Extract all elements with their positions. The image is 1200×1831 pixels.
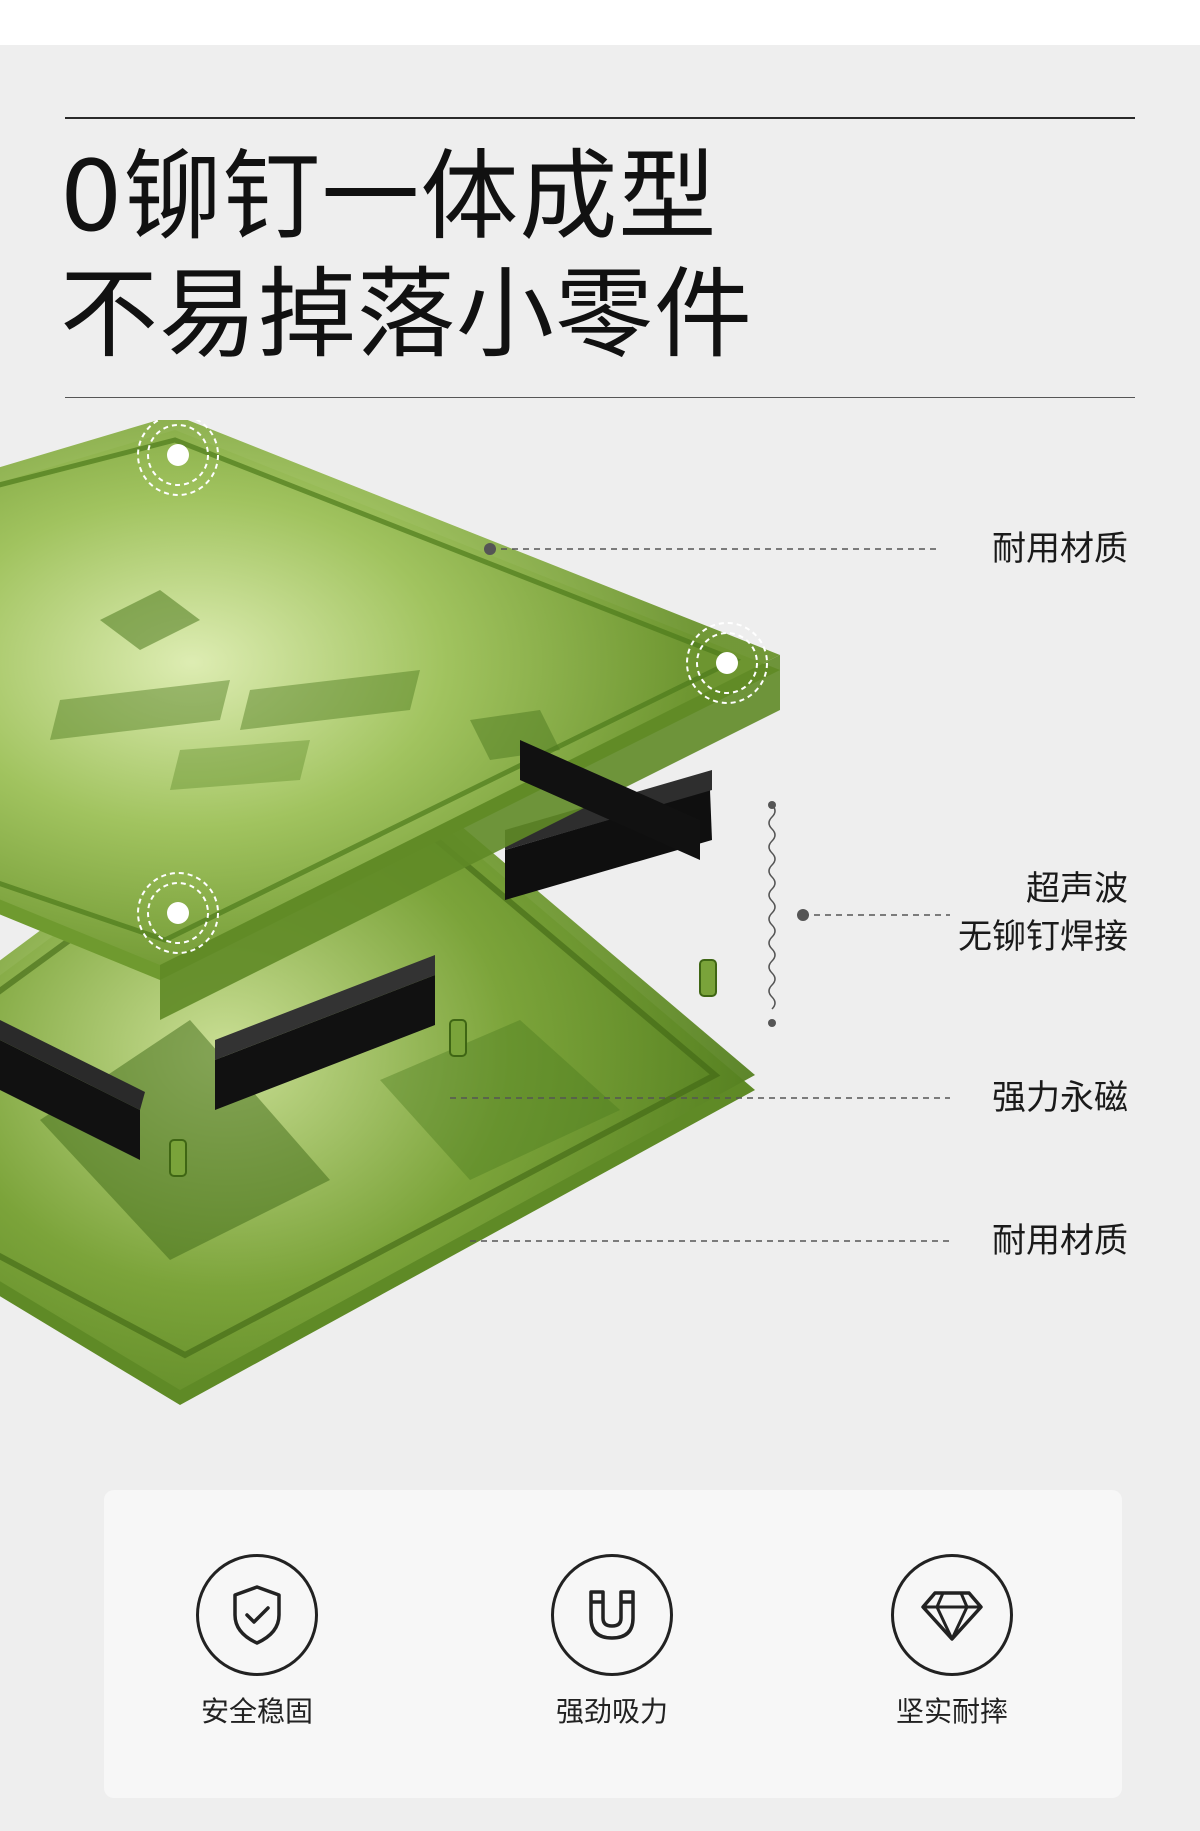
- feature-label: 强劲吸力: [555, 1695, 668, 1728]
- magnet-icon: [551, 1554, 673, 1676]
- headline: 0铆钉一体成型 不易掉落小零件: [60, 138, 753, 374]
- top-divider: [65, 117, 1135, 119]
- diamond-icon: [891, 1554, 1013, 1676]
- headline-line-1: 0铆钉一体成型: [60, 140, 718, 254]
- feature-safe-stable: 安全稳固: [149, 1490, 369, 1798]
- features-card: 安全稳固 强劲吸力 坚实耐摔: [104, 1490, 1122, 1798]
- feature-shatterproof: 坚实耐摔: [844, 1490, 1064, 1798]
- feature-label: 安全稳固: [200, 1695, 313, 1728]
- feature-strong-suction: 强劲吸力: [504, 1490, 724, 1798]
- feature-label: 坚实耐摔: [895, 1695, 1008, 1728]
- callout-ultrasonic-line-2: 无铆钉焊接: [958, 917, 1128, 957]
- exploded-product-illustration: [0, 420, 780, 1405]
- callout-ultrasonic-line-1: 超声波: [1026, 869, 1128, 909]
- callout-durable-material-bottom: 耐用材质: [992, 1221, 1128, 1261]
- callout-ultrasonic-weld: 超声波 无铆钉焊接: [958, 865, 1128, 961]
- top-plate: [0, 420, 780, 1020]
- callout-durable-material-top: 耐用材质: [992, 529, 1128, 569]
- callout-permanent-magnet: 强力永磁: [992, 1078, 1128, 1118]
- shield-check-icon: [196, 1554, 318, 1676]
- headline-line-2: 不易掉落小零件: [60, 258, 754, 372]
- bottom-divider: [65, 397, 1135, 398]
- weld-point-markers: [137, 420, 768, 954]
